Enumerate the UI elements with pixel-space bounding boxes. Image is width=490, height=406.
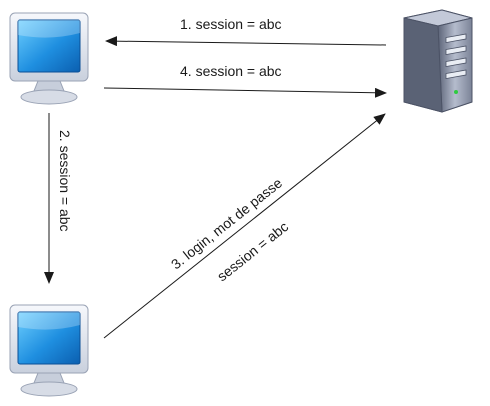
arrow-3 xyxy=(103,113,386,339)
arrow-4 xyxy=(103,87,387,98)
arrow-4-label: 4. session = abc xyxy=(180,63,282,79)
client-b-monitor-icon xyxy=(9,304,89,397)
arrow-1-label: 1. session = abc xyxy=(180,16,282,32)
server-tower-icon xyxy=(403,9,473,113)
arrow-3-label-line1: 3. login, mot de passe xyxy=(168,174,285,272)
client-a-monitor-icon xyxy=(9,12,89,105)
arrow-2-label: 2. session = abc xyxy=(57,130,73,232)
arrow-1 xyxy=(105,36,387,47)
